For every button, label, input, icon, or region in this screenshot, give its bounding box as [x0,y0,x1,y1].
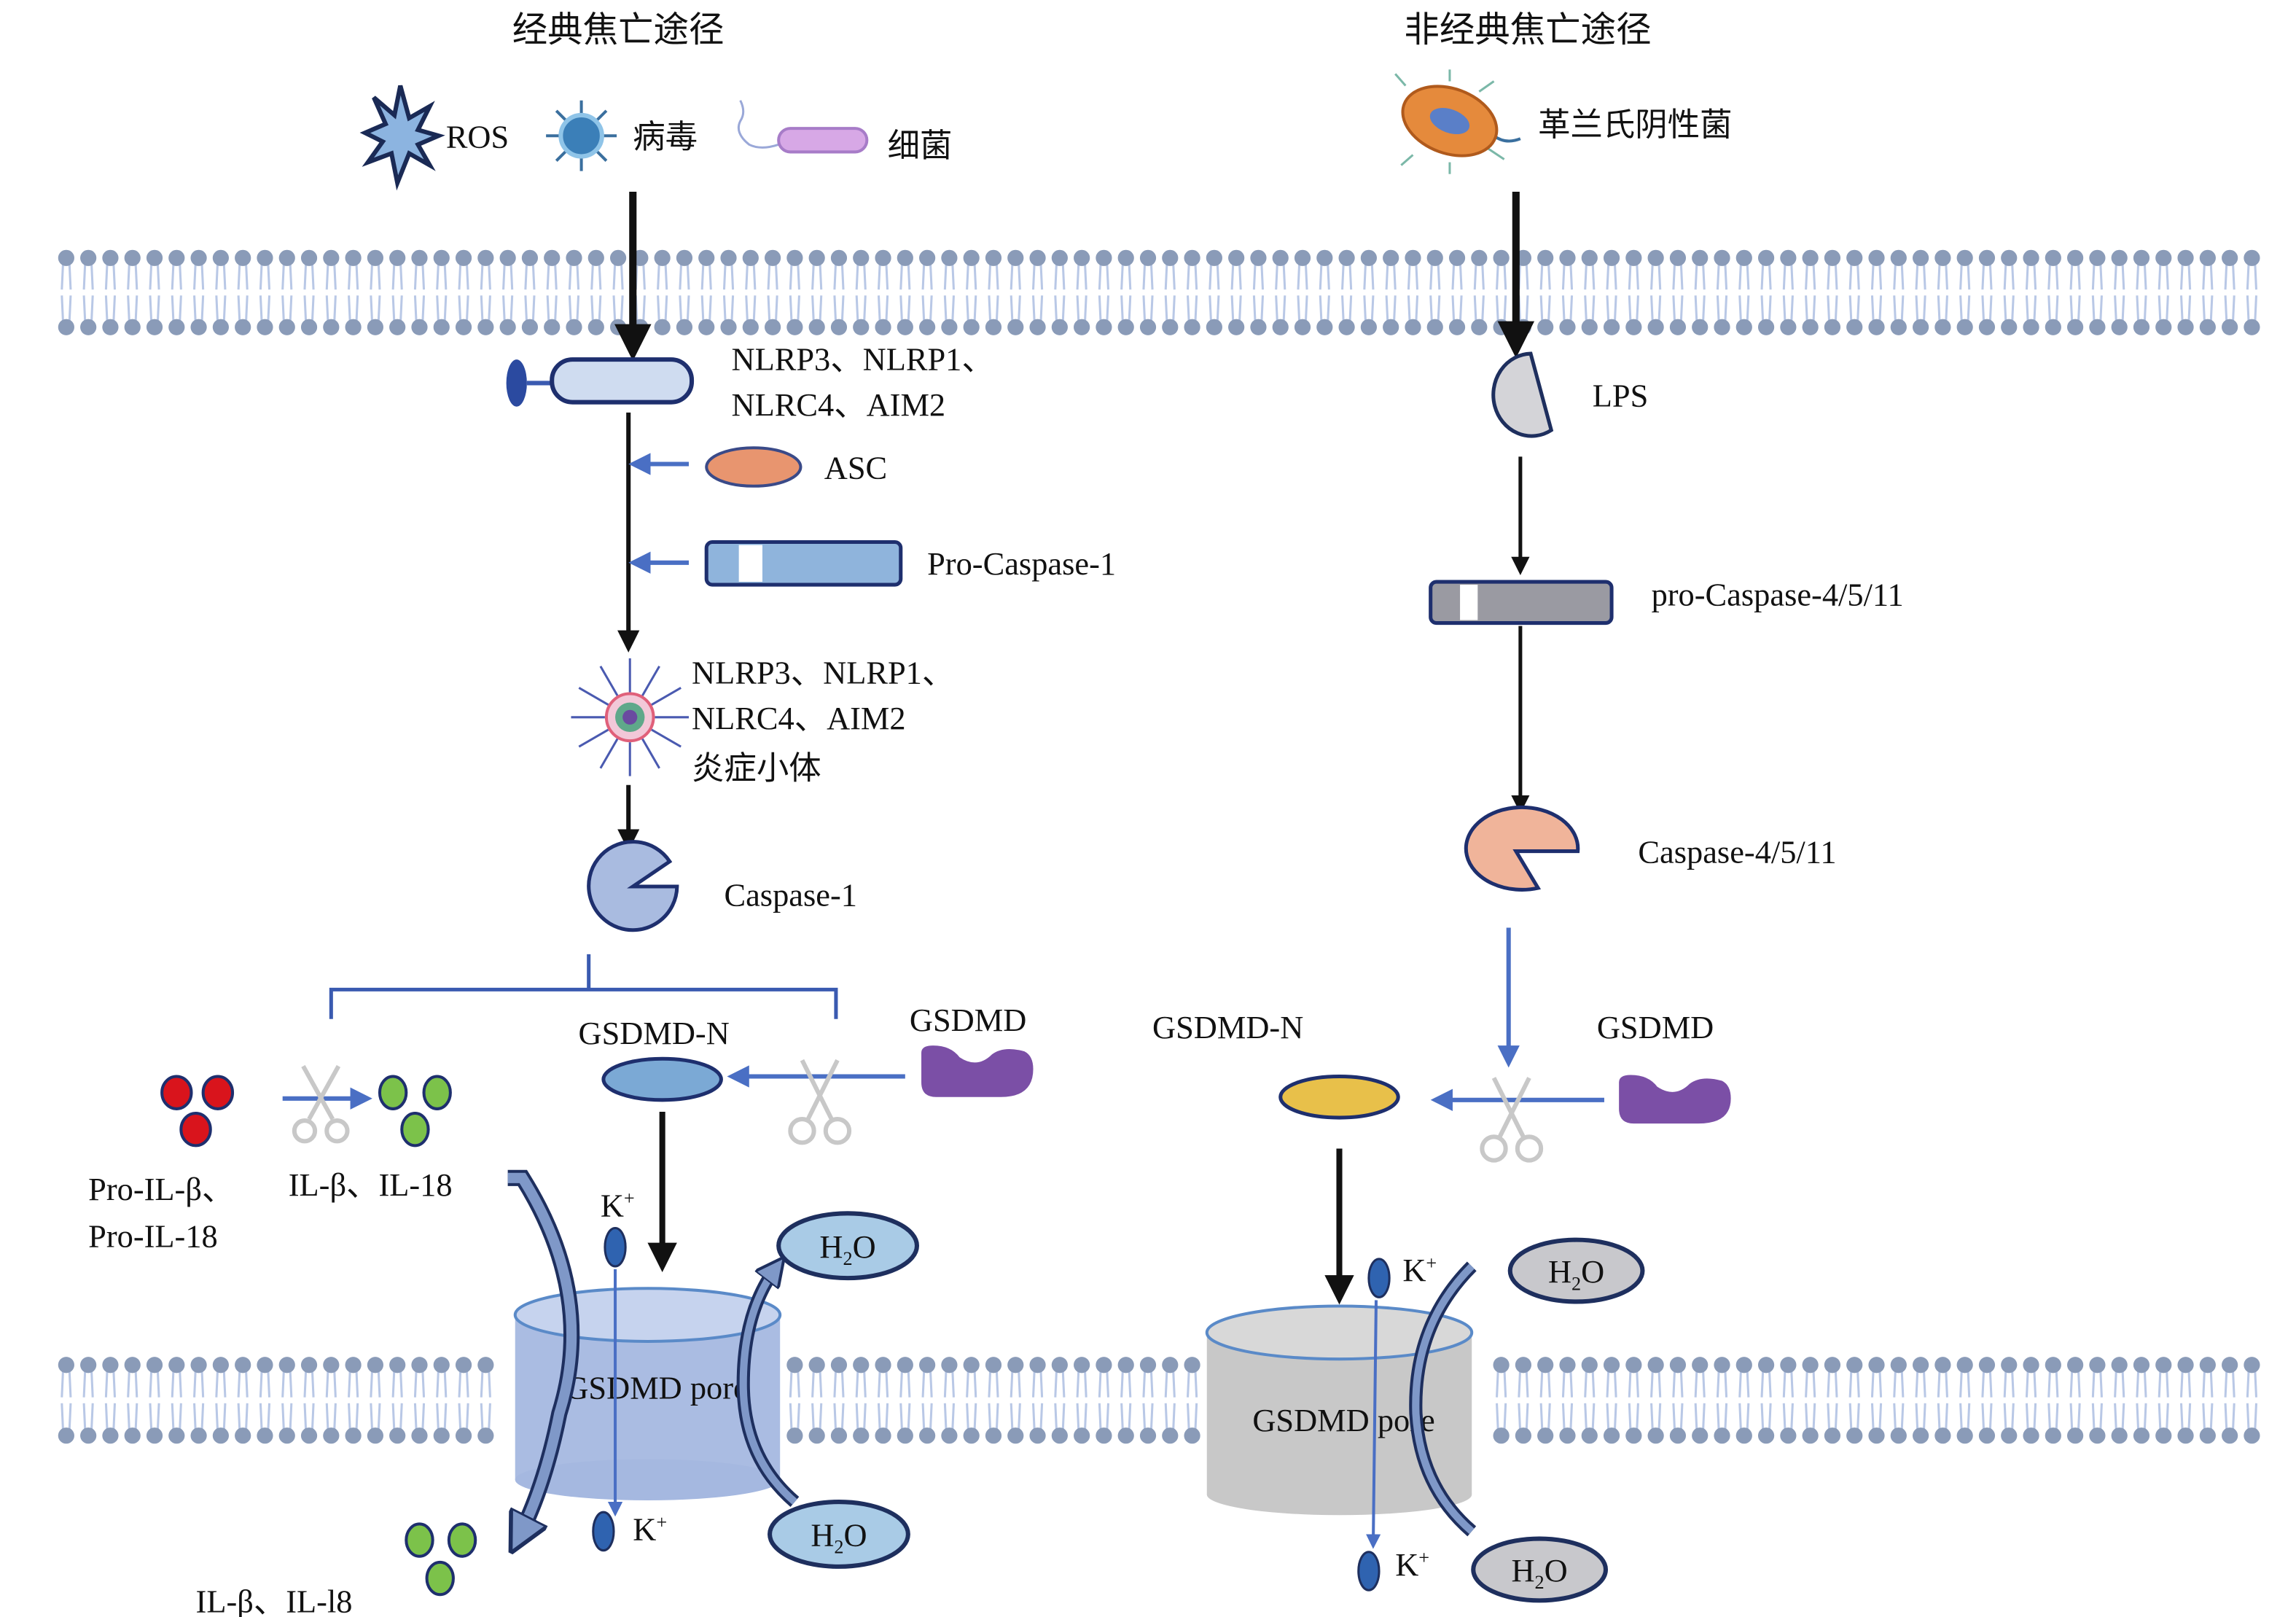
gsdmd-label: GSDMD [910,1002,1026,1038]
pro-caspase4-label: pro-Caspase-4/5/11 [1652,576,1904,612]
receptor-label-line1: NLRP3、NLRP1、 [732,340,994,377]
svg-text:H2O: H2O [819,1228,875,1269]
inflammasome-icon [571,658,689,776]
gram-negative-bacteria-label: 革兰氏阴性菌 [1538,106,1732,143]
water-molecule-icon: H2O [768,1500,910,1569]
bacterium-icon [737,100,869,154]
gsdmd-icon-noncanonical [1619,1075,1731,1124]
gsdmd-pore-label: GSDMD pore [565,1370,747,1406]
pro-il-label-line2: Pro-IL-18 [88,1218,218,1255]
virus-icon [546,100,617,171]
inflammasome-label-line1: NLRP3、NLRP1、 [692,654,954,690]
gsdmd-n-icon-noncanonical [1278,1074,1400,1120]
inflammasome-label-line2: NLRC4、AIM2 [692,700,906,736]
released-il-icon [405,1522,477,1597]
gsdmd-n-label-noncanonical: GSDMD-N [1152,1009,1303,1045]
lps-icon [1491,351,1554,438]
caspase1-label: Caspase-1 [724,876,857,913]
receptor-label-line2: NLRC4、AIM2 [732,386,946,423]
pro-il-icon [160,1075,235,1148]
gsdmd-n-label: GSDMD-N [579,1015,730,1051]
ros-label: ROS [446,118,509,155]
water-influx-arrow [739,1266,797,1505]
cell-membrane-top [58,249,2260,335]
nlr-receptor-icon [506,357,695,407]
water-flow-arrow [1412,1263,1475,1535]
potassium-ion-icon [604,1226,627,1268]
pro-caspase4-icon [1429,580,1614,626]
asc-icon [705,446,803,488]
water-molecule-icon: H2O [1507,1237,1645,1304]
cell-membrane-bottom [58,1357,2260,1444]
scissors-icon [1480,1077,1544,1163]
pro-il-label-line1: Pro-IL-β、 [88,1171,234,1207]
water-molecule-icon: H2O [776,1211,920,1281]
potassium-ion-icon [1367,1258,1391,1298]
gram-negative-bacterium-icon [1394,69,1521,174]
k-label-top: K+ [601,1187,635,1223]
pro-caspase1-label: Pro-Caspase-1 [927,545,1116,582]
gsdmd-label-noncanonical: GSDMD [1597,1009,1714,1045]
k-label-bottom-noncanonical: K+ [1395,1546,1429,1583]
ros-burst-icon [359,85,445,191]
svg-text:H2O: H2O [811,1517,867,1558]
noncanonical-title: 非经典焦亡途径 [1404,11,1651,50]
potassium-ion-icon [592,1511,615,1552]
gsdmd-pore-canonical [513,1287,782,1501]
il-release-arrow [507,1172,577,1539]
water-molecule-icon: H2O [1471,1536,1609,1603]
caspase4-label: Caspase-4/5/11 [1638,834,1836,870]
potassium-efflux-arrow-noncanonical [1366,1300,1381,1549]
virus-label: 病毒 [633,118,698,155]
gsdmd-pore-label-noncanonical: GSDMD pore [1252,1402,1434,1438]
cleavage-bracket [329,954,838,1019]
asc-label: ASC [824,450,887,486]
gsdmd-icon [921,1045,1034,1097]
pro-caspase1-icon [704,539,903,587]
lps-label: LPS [1593,378,1649,414]
mature-il-icon [378,1075,452,1148]
svg-text:H2O: H2O [1511,1552,1567,1593]
scissors-icon [788,1059,852,1145]
inflammasome-label-line3: 炎症小体 [692,750,821,787]
svg-text:H2O: H2O [1548,1253,1604,1294]
caspase1-icon [587,840,679,932]
k-label-bottom: K+ [633,1511,667,1548]
mature-il-label: IL-β、IL-18 [289,1166,453,1203]
scissors-icon [292,1064,350,1144]
gsdmd-n-icon [601,1056,723,1102]
potassium-ion-icon [1357,1551,1381,1591]
bacterium-label: 细菌 [888,127,953,163]
caspase4-icon [1464,805,1580,892]
k-label-top-noncanonical: K+ [1402,1252,1437,1288]
canonical-title: 经典焦亡途径 [512,11,725,50]
released-il-label: IL-β、IL-l8 [196,1583,353,1617]
